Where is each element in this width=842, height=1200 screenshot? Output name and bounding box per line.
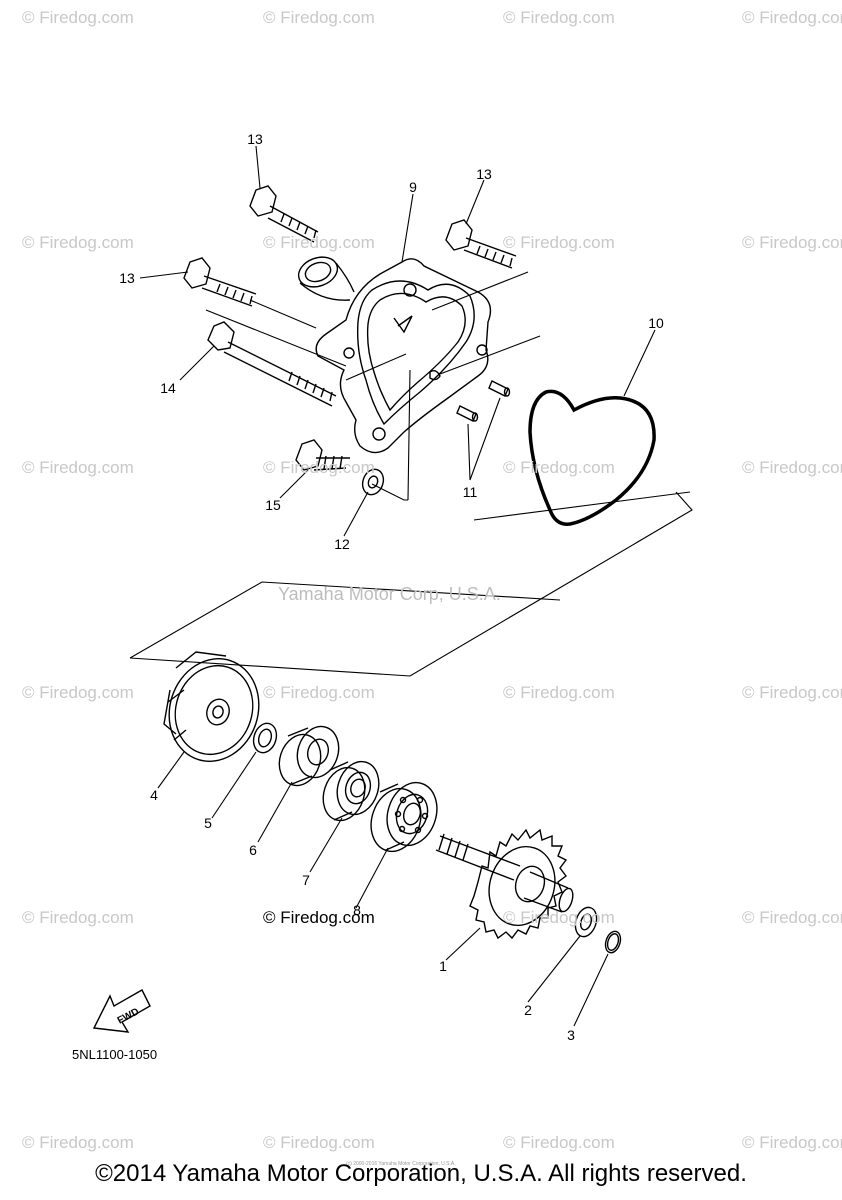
callout-11: 11 bbox=[462, 484, 478, 500]
watermark: © Firedog.com bbox=[503, 683, 615, 702]
watermark: © Firedog.com bbox=[22, 1133, 134, 1152]
diagram-code: 5NL1100-1050 bbox=[72, 1047, 158, 1062]
watermark: © Firedog.com bbox=[742, 683, 842, 702]
callout-12: 12 bbox=[334, 536, 350, 552]
watermark: © Firedog.com bbox=[503, 8, 615, 27]
oil-seal-part bbox=[278, 725, 340, 787]
watermark: © Firedog.com bbox=[22, 458, 134, 477]
o-ring-part bbox=[528, 389, 656, 526]
watermark: © Firedog.com bbox=[503, 1133, 615, 1152]
watermark: © Firedog.com bbox=[263, 1133, 375, 1152]
callout-13: 13 bbox=[476, 166, 492, 182]
watermark: © Firedog.com bbox=[22, 683, 134, 702]
callout-4: 4 bbox=[150, 787, 158, 803]
watermark: © Firedog.com bbox=[503, 233, 615, 252]
washer-2-part bbox=[574, 906, 598, 938]
pump-cover-part bbox=[297, 256, 492, 454]
short-bolt-part bbox=[295, 439, 350, 471]
watermark: © Firedog.com bbox=[742, 8, 842, 27]
watermark: © Firedog.com bbox=[742, 233, 842, 252]
callout-6: 6 bbox=[249, 842, 257, 858]
watermark: © Firedog.com bbox=[263, 683, 375, 702]
fine-print: (c) 2000-2016 Yamaha Motor Corporation, … bbox=[346, 1161, 456, 1167]
watermark: © Firedog.com bbox=[503, 908, 615, 927]
callout-7: 7 bbox=[302, 872, 310, 888]
callout-9: 9 bbox=[409, 179, 417, 195]
bolt-part bbox=[183, 185, 517, 307]
center-mark: © Firedog.com bbox=[263, 908, 375, 927]
callout-3: 3 bbox=[567, 1027, 575, 1043]
watermark: © Firedog.com bbox=[742, 908, 842, 927]
fwd-arrow-icon bbox=[92, 989, 151, 1033]
watermark: © Firedog.com bbox=[22, 908, 134, 927]
leader-lines bbox=[139, 145, 656, 1027]
watermark: © Firedog.com bbox=[742, 1133, 842, 1152]
watermark: © Firedog.com bbox=[263, 233, 375, 252]
watermark: © Firedog.com bbox=[22, 8, 134, 27]
callout-14: 14 bbox=[160, 380, 176, 396]
washer-part bbox=[361, 468, 385, 496]
callout-8: 8 bbox=[353, 902, 361, 918]
assembly-reference-lines bbox=[129, 271, 693, 677]
circlip-part bbox=[604, 930, 622, 954]
callout-13: 13 bbox=[247, 131, 263, 147]
callout-13: 13 bbox=[119, 270, 135, 286]
copyright-notice: ©2014 Yamaha Motor Corporation, U.S.A. A… bbox=[95, 1160, 747, 1187]
dowel-pin-part bbox=[456, 380, 511, 422]
callout-15: 15 bbox=[265, 497, 281, 513]
watermark: © Firedog.com bbox=[263, 8, 375, 27]
center-watermark: Yamaha Motor Corp, U.S.A. bbox=[278, 584, 501, 604]
large-bearing-part bbox=[370, 781, 438, 853]
impeller-shaft-gear-part bbox=[435, 828, 574, 940]
callout-10: 10 bbox=[648, 315, 664, 331]
callout-1: 1 bbox=[439, 958, 447, 974]
watermark: © Firedog.com bbox=[503, 458, 615, 477]
small-bearing-part bbox=[322, 760, 380, 822]
callout-2: 2 bbox=[524, 1002, 532, 1018]
impeller-part bbox=[163, 651, 260, 762]
callout-5: 5 bbox=[204, 815, 212, 831]
watermark: © Firedog.com bbox=[742, 458, 842, 477]
watermark: © Firedog.com bbox=[22, 233, 134, 252]
watermark: © Firedog.com bbox=[263, 458, 375, 477]
long-bolt-part bbox=[207, 321, 337, 407]
seal-washer-part bbox=[252, 722, 278, 754]
